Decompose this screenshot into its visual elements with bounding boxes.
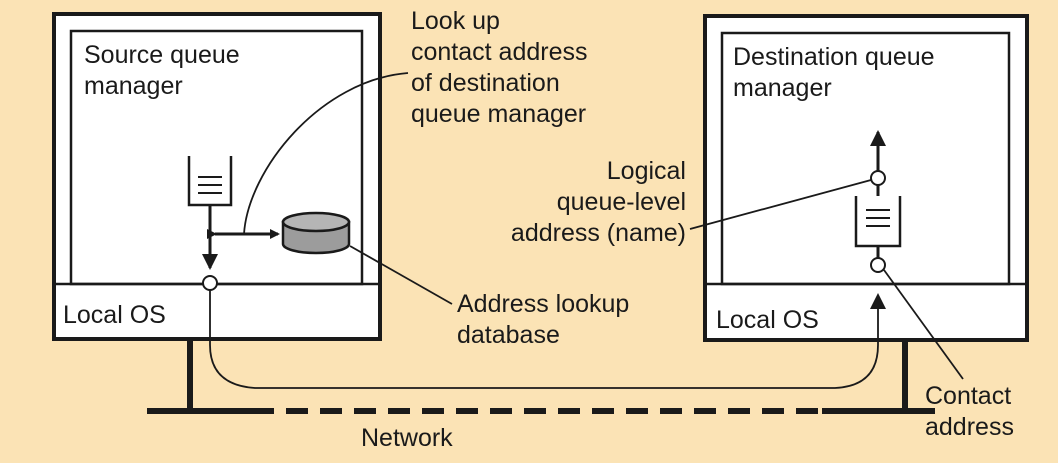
network-label: Network [361, 424, 453, 452]
contact-leader [883, 269, 964, 380]
source-queue-manager-title: Source queue manager [84, 41, 240, 100]
logical-address-annotation: Logical queue-level address (name) [510, 157, 686, 247]
destination-queue-icon [854, 196, 902, 248]
source-machine [52, 12, 382, 410]
source-os-label: Local OS [63, 301, 166, 329]
lookup-leader-curve [243, 72, 409, 235]
destination-machine [703, 14, 1029, 410]
destination-os-label: Local OS [716, 306, 819, 334]
destination-logical-node [870, 170, 886, 186]
logical-leader [689, 179, 872, 230]
destination-queue-manager-box [720, 31, 1011, 286]
database-leader [349, 245, 453, 305]
destination-contact-node [870, 257, 886, 273]
database-icon [281, 211, 351, 255]
contact-address-annotation: Contact address [925, 382, 1014, 441]
destination-queue-manager-title: Destination queue manager [733, 43, 935, 102]
message-path [209, 290, 886, 389]
lookup-annotation: Look up contact address of destination q… [411, 7, 588, 128]
source-contact-node [202, 275, 218, 291]
database-annotation: Address lookup database [457, 290, 630, 349]
